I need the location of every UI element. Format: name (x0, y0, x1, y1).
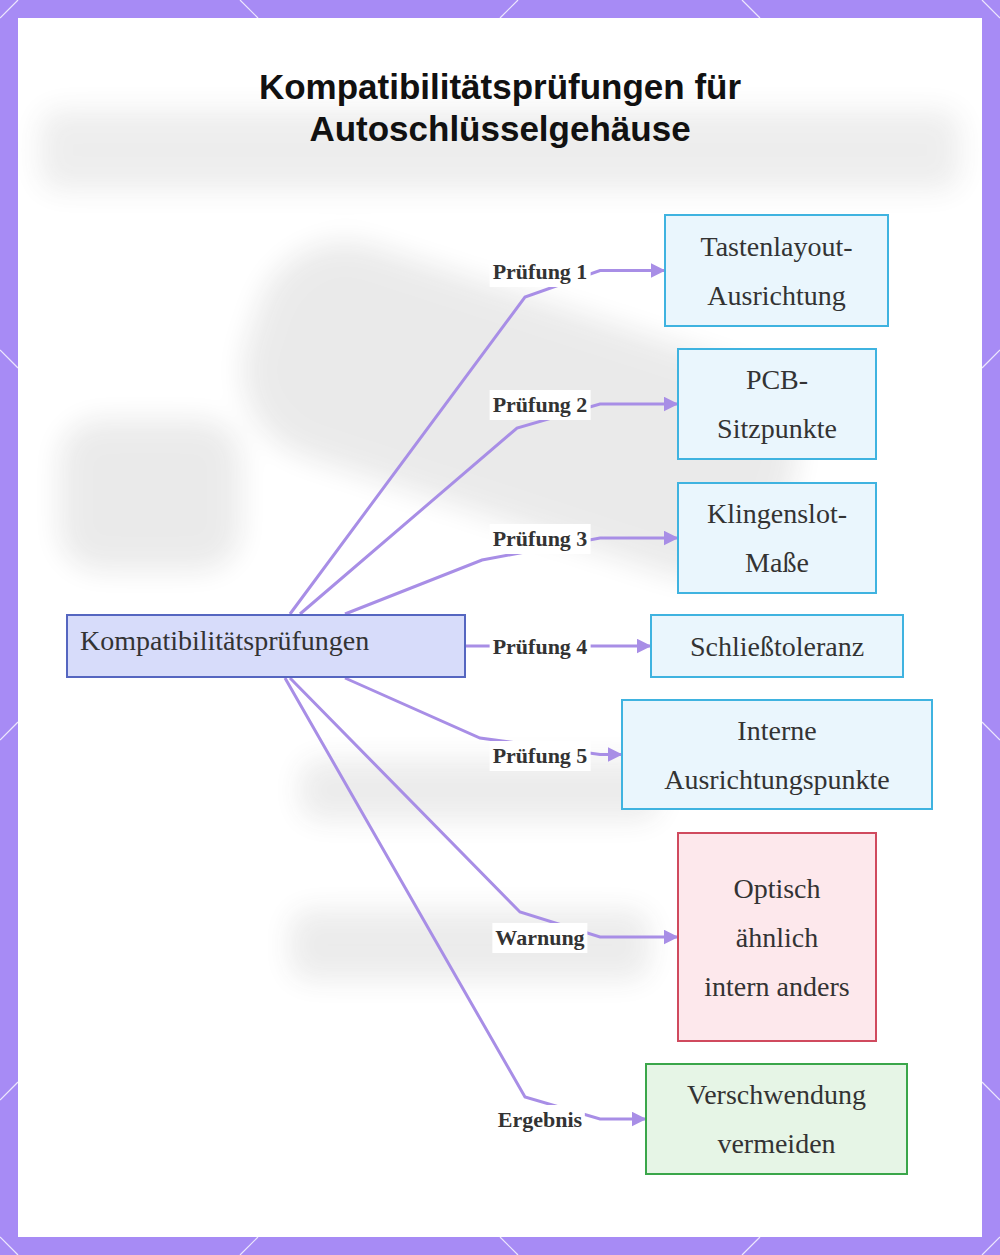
node-text: Optisch ähnlich intern anders (702, 864, 852, 1011)
connector-arrow (300, 404, 677, 614)
check-box: PCB- Sitzpunkte (677, 348, 877, 460)
node-text: Klingenslot- Maße (693, 489, 861, 587)
edge-label: Prüfung 2 (490, 390, 591, 420)
edge-label: Prüfung 4 (490, 632, 591, 662)
diagram-title: Kompatibilitätsprüfungen für Autoschlüss… (190, 66, 810, 150)
node-text: Verschwendung vermeiden (659, 1070, 894, 1168)
frame-inner (18, 18, 982, 1237)
node-text: Interne Ausrichtungspunkte (633, 706, 921, 804)
warning-box: Optisch ähnlich intern anders (677, 832, 877, 1042)
node-text: Tastenlayout- Ausrichtung (676, 222, 877, 320)
node-text: PCB- Sitzpunkte (693, 355, 861, 453)
root-box: Kompatibilitätsprüfungen (66, 614, 466, 678)
edge-label: Prüfung 5 (490, 741, 591, 771)
edge-label: Prüfung 3 (490, 524, 591, 554)
node-text: Kompatibilitätsprüfungen (80, 616, 369, 665)
connector-arrow (285, 678, 645, 1119)
edge-label: Prüfung 1 (490, 257, 591, 287)
edge-label: Warnung (492, 923, 587, 953)
connector-arrow (290, 678, 677, 937)
check-box: Interne Ausrichtungspunkte (621, 699, 933, 810)
check-box: Tastenlayout- Ausrichtung (664, 214, 889, 327)
check-box: Klingenslot- Maße (677, 482, 877, 594)
check-box: Schließtoleranz (650, 614, 904, 678)
node-text: Schließtoleranz (690, 622, 864, 671)
result-box: Verschwendung vermeiden (645, 1063, 908, 1175)
edge-label: Ergebnis (495, 1105, 585, 1135)
